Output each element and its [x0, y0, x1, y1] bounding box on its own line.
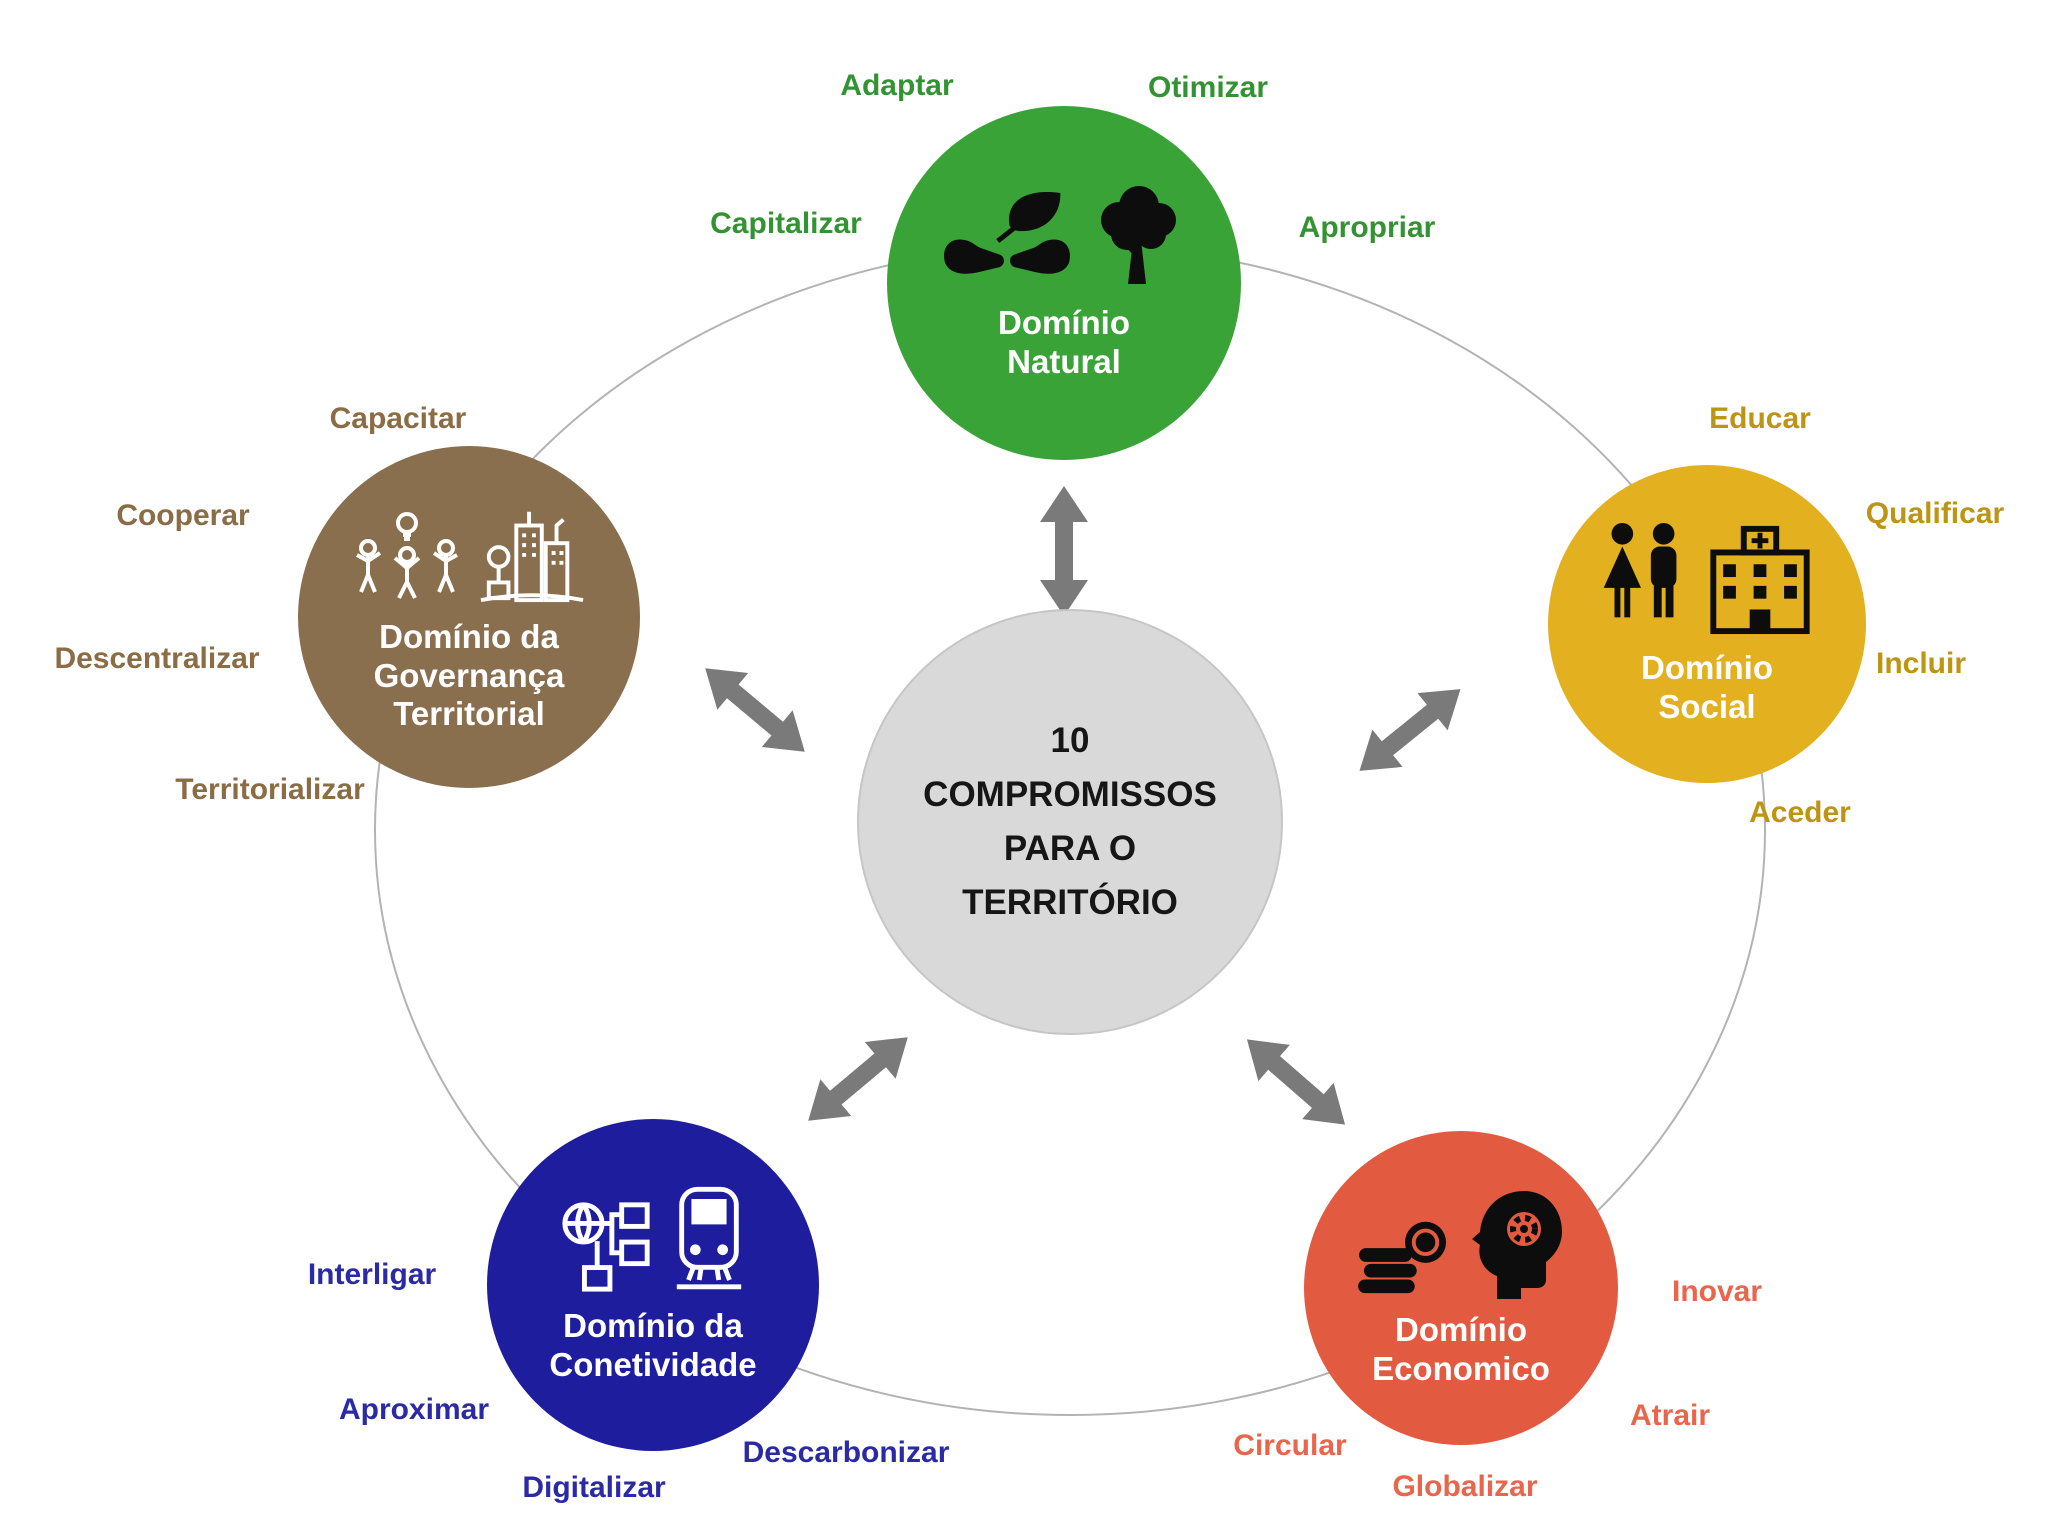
keyword-descentralizar: Descentralizar: [54, 642, 260, 675]
keyword-incluir: Incluir: [1875, 647, 1967, 680]
domain-circle-governanca: Domínio da Governança Territorial: [298, 446, 640, 788]
keyword-digitalizar: Digitalizar: [522, 1471, 666, 1504]
keyword-inovar: Inovar: [1671, 1275, 1763, 1308]
team-idea-icon: [356, 511, 458, 599]
domain-circle-conetividade: Domínio da Conetividade: [487, 1119, 819, 1451]
domain-label-line: Governança: [373, 656, 565, 694]
keyword-otimizar: Otimizar: [1147, 71, 1269, 104]
governanca-icons: [351, 500, 587, 606]
coins-icon: [1358, 1221, 1447, 1294]
train-icon: [676, 1186, 742, 1290]
domain-label-line: Domínio: [1395, 1311, 1527, 1349]
keyword-interligar: Interligar: [307, 1258, 437, 1291]
domain-label-social: Domínio Social: [1641, 649, 1773, 727]
center-title-line: 10: [1050, 720, 1090, 760]
domain-label-line: Social: [1658, 688, 1756, 725]
center-circle: 10 COMPROMISSOS PARA O TERRITÓRIO: [857, 609, 1283, 1035]
keyword-descarbonizar: Descarbonizar: [742, 1436, 950, 1469]
keyword-atrair: Atrair: [1629, 1399, 1711, 1432]
keyword-capacitar: Capacitar: [329, 402, 467, 435]
domain-label-line: Natural: [1007, 343, 1121, 380]
ai-head-icon: [1472, 1191, 1562, 1300]
keyword-adaptar: Adaptar: [840, 69, 954, 102]
domain-label-line: Domínio da: [379, 617, 559, 655]
domain-label-line: Domínio da: [563, 1307, 743, 1345]
man-woman-icon: [1603, 523, 1677, 618]
cityscape-icon: [480, 511, 584, 602]
arrow-natural-icon: [1040, 486, 1088, 616]
center-title-line: PARA O: [1003, 829, 1137, 868]
keyword-capitalizar: Capitalizar: [710, 207, 862, 240]
conetividade-icons: [557, 1185, 749, 1295]
center-title-line: COMPROMISSOS: [923, 774, 1217, 814]
arrow-economico-icon: [1231, 1021, 1361, 1143]
arrow-governanca-icon: [689, 649, 821, 771]
keyword-circular: Circular: [1233, 1429, 1347, 1462]
natural-icons: [941, 184, 1187, 292]
domain-label-line: Domínio: [1641, 649, 1773, 687]
keyword-cooperar: Cooperar: [116, 499, 250, 532]
domain-label-line: Economico: [1372, 1350, 1550, 1387]
domain-label-line: Domínio: [998, 304, 1130, 342]
domain-label-economico: Domínio Economico: [1372, 1311, 1550, 1389]
hospital-building-icon: [1710, 525, 1810, 635]
social-icons: [1597, 521, 1817, 637]
domain-label-natural: Domínio Natural: [998, 304, 1130, 382]
keyword-educar: Educar: [1709, 402, 1811, 435]
economico-icons: [1355, 1187, 1567, 1300]
center-title: 10 COMPROMISSOS PARA O TERRITÓRIO: [923, 714, 1217, 931]
hands-leaf-icon: [944, 192, 1070, 274]
keyword-apropriar: Apropriar: [1298, 211, 1436, 244]
keyword-qualificar: Qualificar: [1865, 497, 2005, 530]
keyword-globalizar: Globalizar: [1392, 1470, 1538, 1503]
domain-label-line: Territorial: [393, 695, 545, 733]
arrow-social-icon: [1344, 670, 1476, 790]
domain-label-conetividade: Domínio da Conetividade: [549, 1307, 756, 1385]
domain-label-line: Conetividade: [549, 1346, 757, 1383]
keyword-territorializar: Territorializar: [175, 773, 365, 806]
keyword-aceder: Aceder: [1749, 796, 1851, 829]
tree-icon: [1101, 186, 1176, 285]
domain-circle-economico: Domínio Economico: [1304, 1131, 1618, 1445]
domain-label-governanca: Domínio da Governança Territorial: [374, 618, 565, 735]
center-title-line: TERRITÓRIO: [962, 883, 1178, 923]
keyword-aproximar: Aproximar: [338, 1393, 490, 1426]
network-icon: [562, 1202, 650, 1292]
domain-circle-social: Domínio Social: [1548, 465, 1866, 783]
arrow-conetividade-icon: [792, 1018, 924, 1140]
domain-circle-natural: Domínio Natural: [887, 106, 1241, 460]
